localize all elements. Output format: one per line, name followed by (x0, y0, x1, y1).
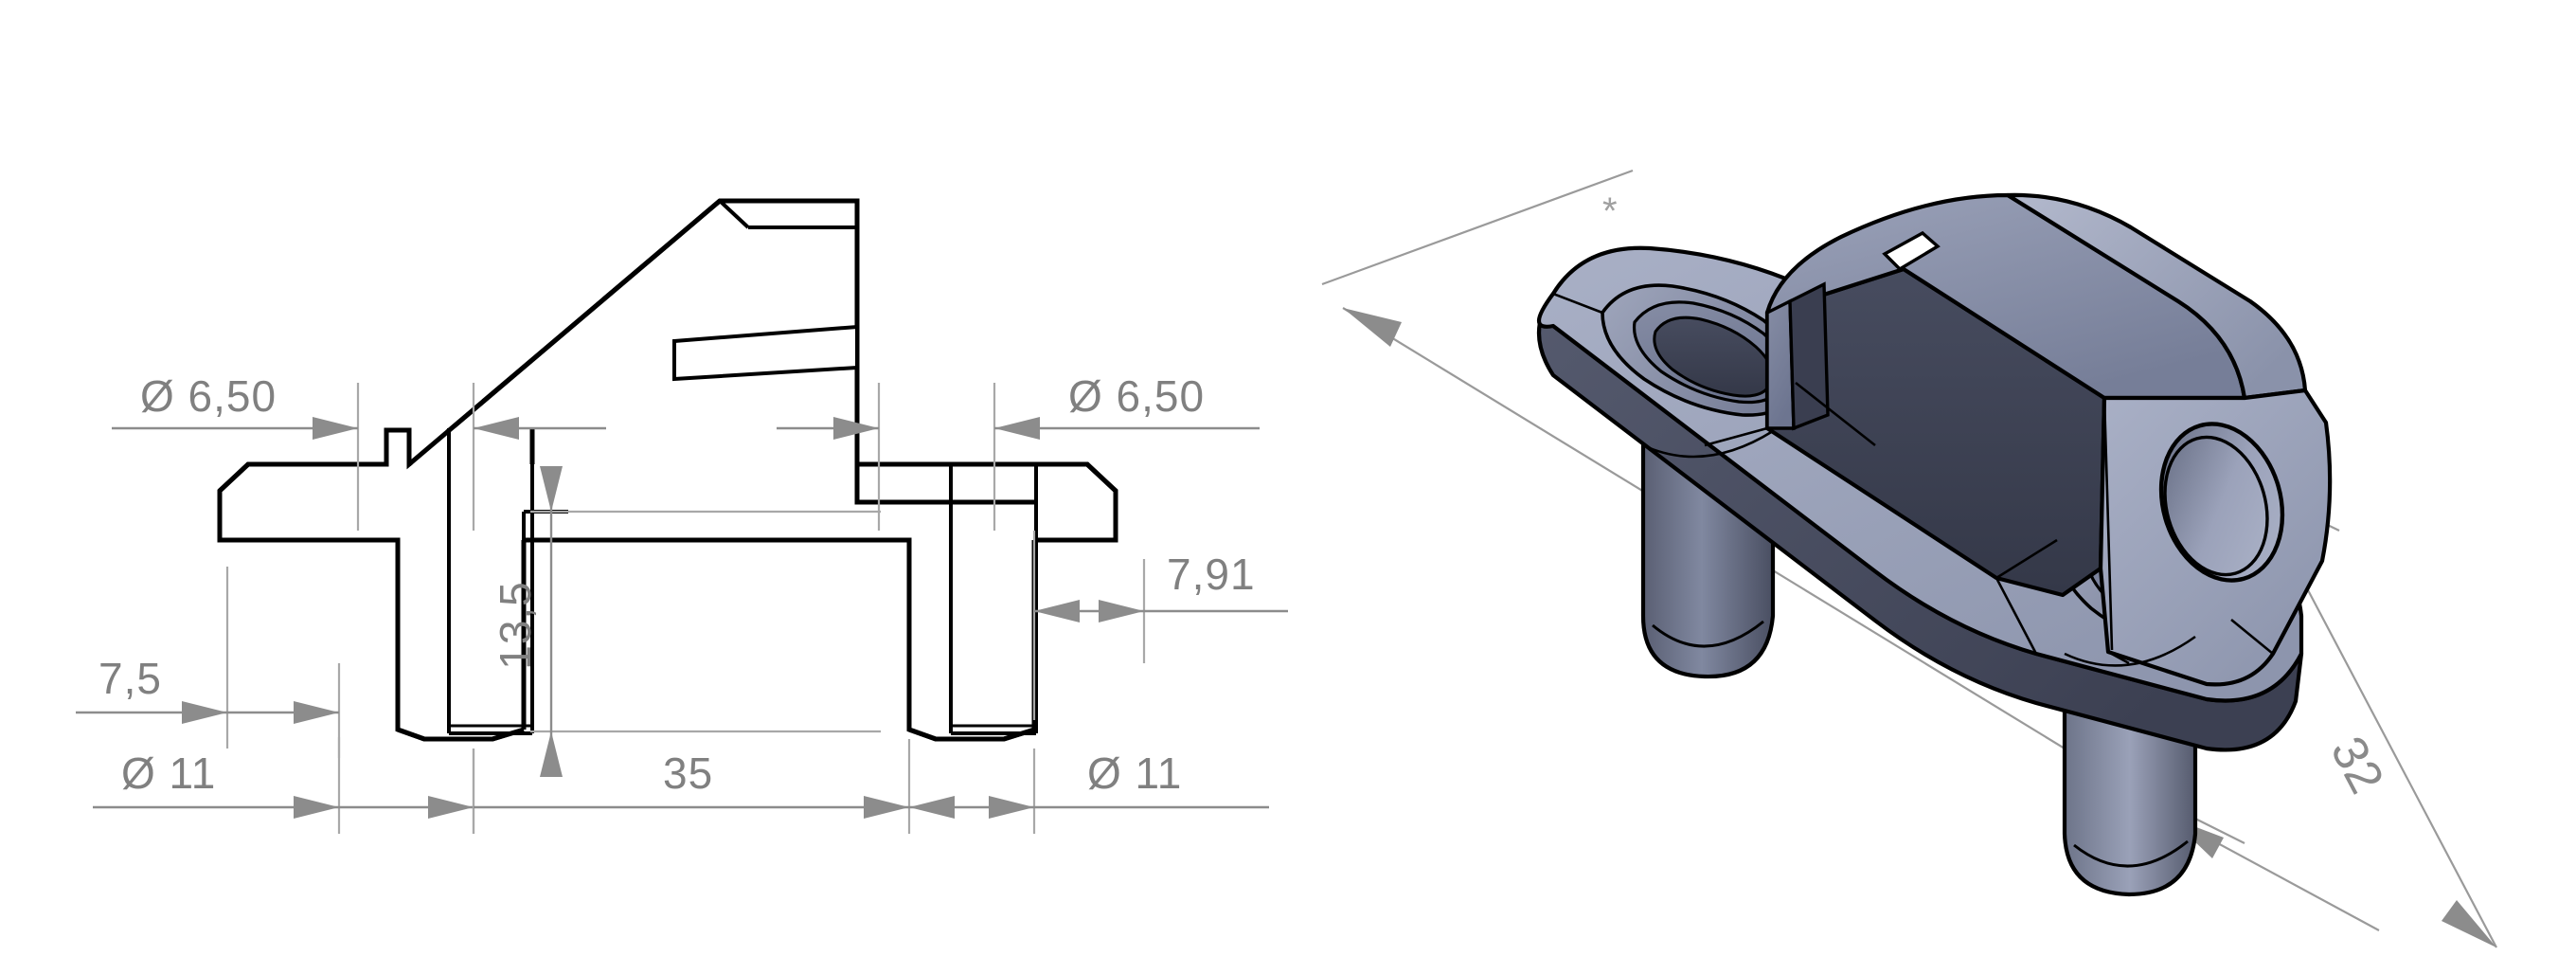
flange-edge-crease-a (1995, 538, 2058, 580)
flange-edge-crease-b (2230, 618, 2274, 656)
rib-blend-right (2107, 650, 2130, 665)
dim-width-791-label: 7,91 (1167, 550, 1256, 599)
rib-slot-detail (672, 324, 859, 382)
dim-dia-11-left: Ø 11 (93, 737, 475, 834)
dim-dia-650-left: Ø 6,50 (112, 371, 606, 531)
dim-width-75-label: 7,5 (98, 654, 162, 703)
right-peg-bottom-highlight (2073, 839, 2189, 868)
dim-dia-11-left-label: Ø 11 (121, 749, 216, 798)
section-bores (386, 428, 1036, 734)
dim-height-135-label: 13,5 (491, 581, 540, 670)
flange-edge-crease-d (1795, 381, 1876, 447)
top-step-white (857, 464, 1034, 502)
left-upper-notch (386, 430, 532, 464)
model-solid (1536, 192, 2333, 897)
dim-width-75: 7,5 (76, 567, 341, 758)
cross-section-view: Ø 6,50 Ø 6,50 13,5 7,9 (76, 198, 1288, 834)
rib-blend-left (1704, 426, 1768, 447)
dim-width-32-label: 32 (2319, 728, 2393, 802)
dim-dia-650-right-label: Ø 6,50 (1068, 371, 1205, 421)
dim-dia-11-right: Ø 11 (909, 749, 1269, 834)
isometric-model-view: 73 32 * (1321, 169, 2497, 948)
left-peg-junction (1642, 429, 1774, 459)
dim-dia-11-right-label: Ø 11 (1087, 749, 1182, 798)
wedge-top-ridge (2005, 192, 2308, 401)
wedge-top-notch (1882, 230, 1941, 272)
left-bore-rect (449, 428, 532, 733)
left-peg-bottom-highlight (1652, 620, 1764, 648)
lug-face-edge (2102, 397, 2114, 651)
flange-edge-crease-c (1552, 292, 1603, 315)
dim-dia-650-left-label: Ø 6,50 (140, 371, 277, 421)
dim-width-791: 7,91 (1032, 531, 1288, 720)
right-peg-junction (2064, 635, 2196, 667)
dim-height-135: 13,5 (491, 466, 881, 777)
dim-length-35: 35 (472, 739, 911, 834)
rib-blend-bottom (1995, 577, 2038, 655)
dim-length-35-label: 35 (663, 749, 713, 798)
dim-dia-650-right: Ø 6,50 (777, 371, 1260, 531)
wedge-left-slot-deep (1788, 281, 1830, 431)
asterisk-marker: * (1602, 190, 1618, 232)
lug-bore-inner (2163, 435, 2269, 577)
